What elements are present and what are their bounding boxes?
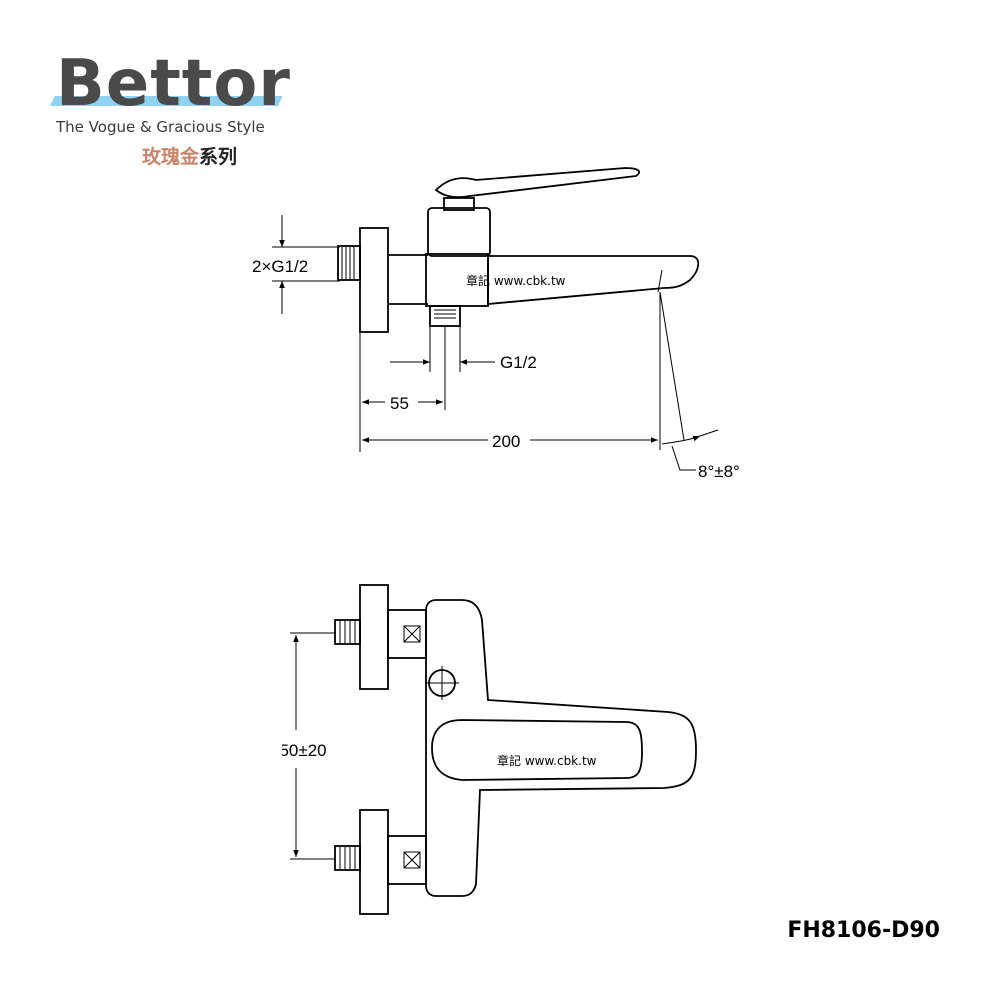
front-bottom-thread-lines — [339, 847, 356, 869]
side-spout — [487, 255, 700, 305]
front-view: 150±20 章記 www.cbk.tw — [270, 584, 697, 915]
side-pipe — [388, 254, 428, 305]
side-cap — [443, 197, 475, 211]
front-bottom-thread — [334, 845, 361, 871]
dim-angle: 8°±8° — [698, 462, 740, 481]
side-lever — [434, 167, 641, 198]
angle-tail — [699, 429, 719, 437]
front-top-nut-cross — [403, 625, 421, 643]
side-inlet-thread — [337, 245, 361, 281]
angle-leader — [671, 445, 696, 471]
front-top-flange — [359, 584, 389, 690]
front-top-thread-lines — [339, 621, 356, 643]
model-number: FH8106-D90 — [787, 918, 940, 943]
dim-depth: 55 — [390, 394, 409, 413]
thread-lines — [341, 247, 355, 279]
series-highlight: 玫瑰金 — [142, 146, 200, 168]
front-top-nut — [403, 625, 421, 643]
front-bottom-nut — [403, 851, 421, 869]
watermark-bottom: 章記 www.cbk.tw — [497, 753, 597, 768]
label-crop — [240, 735, 282, 765]
angle-line — [659, 291, 685, 441]
brand-logo: Bettor The Vogue & Gracious Style 玫瑰金系列 — [50, 48, 290, 178]
series-rest: 系列 — [199, 146, 238, 168]
dim-spout-length: 200 — [492, 432, 520, 451]
front-bottom-nut-cross — [403, 851, 421, 869]
front-lever — [431, 719, 643, 781]
outlet-thread-lines — [434, 309, 456, 319]
side-lower-outlet — [429, 305, 461, 327]
brand-name: Bettor — [56, 47, 291, 121]
front-cap-center — [425, 666, 459, 700]
spout-outlet — [657, 269, 663, 293]
series-label: 玫瑰金系列 — [142, 142, 237, 169]
front-bottom-flange — [359, 809, 389, 915]
side-cartridge — [427, 207, 491, 257]
dim-inlet-thread: 2×G1/2 — [252, 257, 308, 276]
dim-center-distance: 150±20 — [270, 741, 327, 760]
front-body — [425, 599, 697, 897]
dim-ext-center — [290, 632, 336, 860]
front-top-thread — [334, 619, 361, 645]
dim-outlet-thread: G1/2 — [500, 353, 537, 372]
angle-arc — [661, 435, 701, 445]
side-view: 2×G1/2 G1/2 55 200 8°±8° 章記 www.cbk.tw — [252, 167, 740, 481]
side-flange — [359, 227, 389, 333]
dim-ext-down — [359, 292, 661, 452]
watermark-top: 章記 www.cbk.tw — [466, 273, 566, 288]
brand-tagline: The Vogue & Gracious Style — [56, 118, 265, 136]
